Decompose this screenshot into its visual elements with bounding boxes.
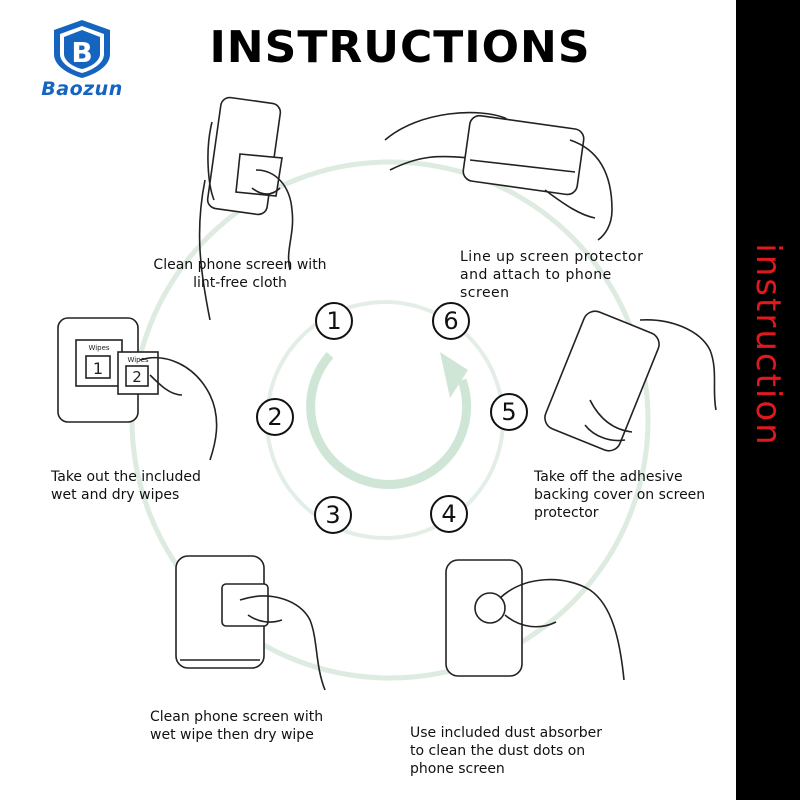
wipe-2-label: Wipes	[127, 356, 148, 364]
wipe-1-label: Wipes	[88, 344, 109, 352]
side-label: instruction	[748, 243, 788, 447]
step-6-badge: 6	[432, 302, 470, 340]
step-5-badge: 5	[490, 393, 528, 431]
wipe-1-number: 1	[93, 359, 103, 378]
step-4-illustration	[445, 559, 625, 681]
step-1-caption: Clean phone screen with lint-free cloth	[153, 257, 327, 291]
step-2-illustration: Wipes 1 Wipes 2	[57, 317, 218, 461]
shield-logo-icon: B	[54, 20, 110, 78]
cycle-arrow	[306, 352, 472, 489]
step-5-illustration	[544, 310, 717, 452]
step-2-caption: Take out the included wet and dry wipes	[51, 469, 201, 503]
wipe-2-number: 2	[132, 368, 142, 386]
step-3-illustration	[175, 555, 326, 691]
logo-mark: B	[71, 36, 92, 69]
step-4-caption: Use included dust absorber to clean the …	[410, 725, 602, 777]
step-5-caption: Take off the adhesive backing cover on s…	[534, 469, 706, 521]
page-title: INSTRUCTIONS	[209, 22, 591, 73]
brand-name: Baozun	[41, 78, 123, 100]
side-band	[736, 0, 800, 800]
cycle-arrowhead	[440, 352, 468, 398]
step-3-caption: Clean phone screen with wet wipe then dr…	[150, 709, 324, 743]
step-1-badge: 1	[315, 302, 353, 340]
step-2-badge: 2	[256, 398, 294, 436]
step-3-badge: 3	[314, 496, 352, 534]
step-6-caption: Line up screen protector and attach to p…	[460, 249, 644, 301]
brand-logo: B Baozun	[32, 18, 132, 104]
step-1-illustration	[198, 96, 294, 321]
step-4-badge: 4	[430, 495, 468, 533]
step-6-illustration	[384, 111, 613, 241]
